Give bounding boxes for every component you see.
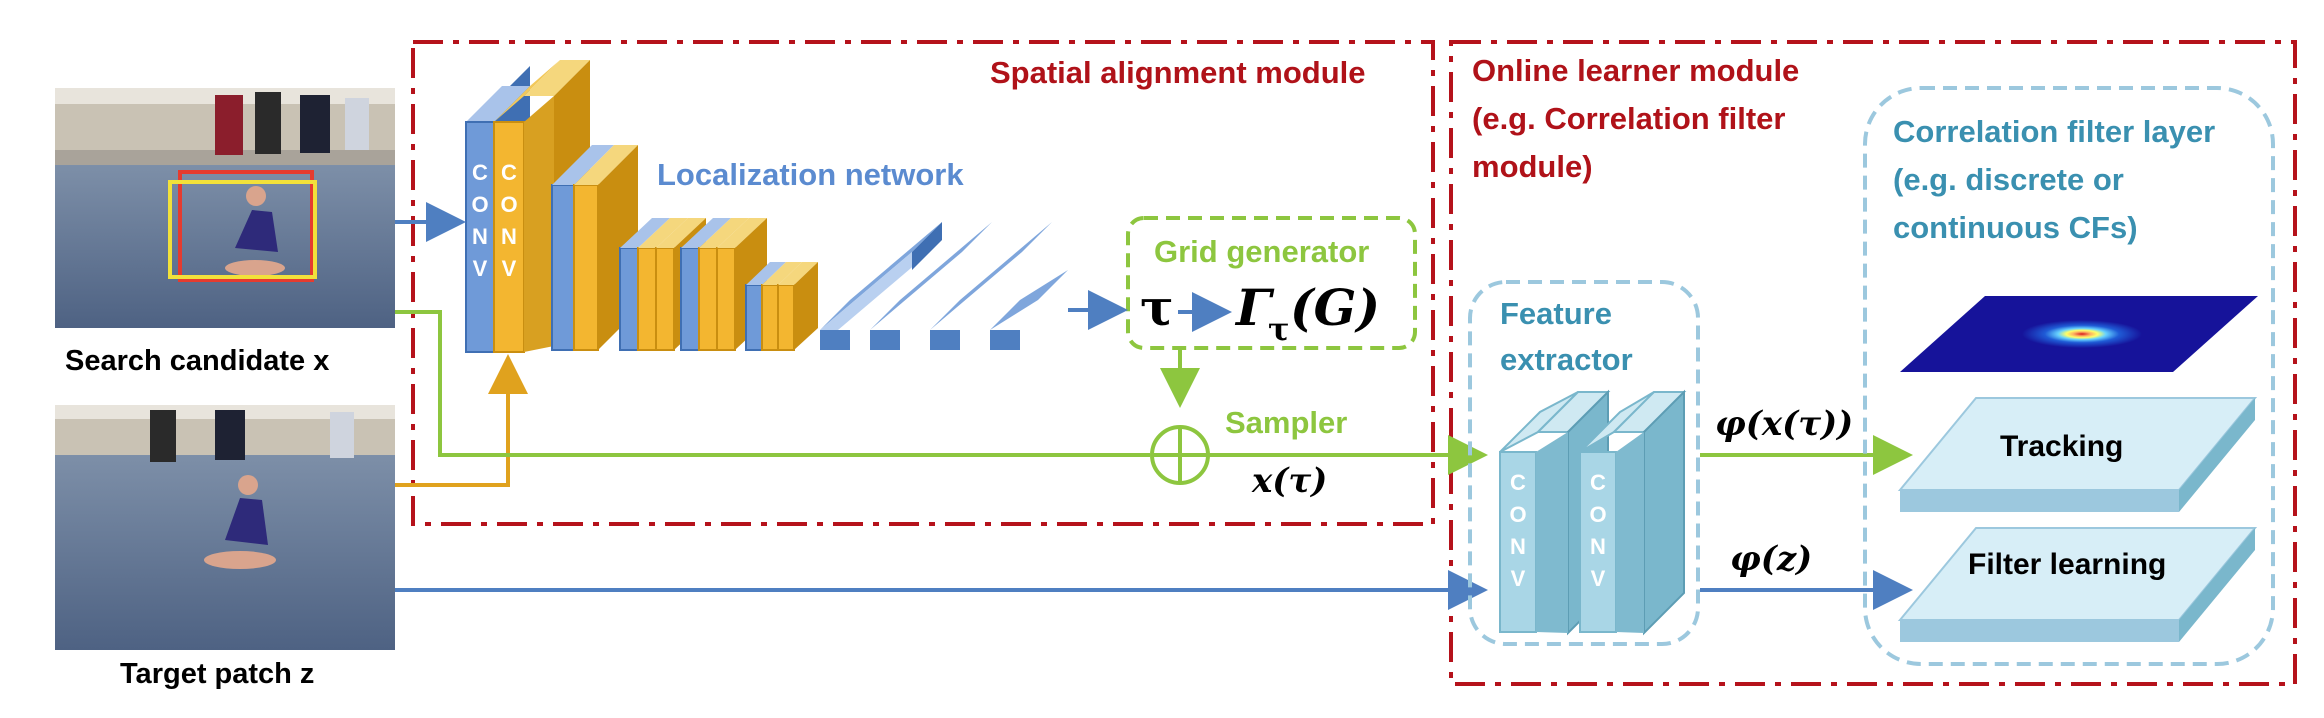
phi-x-label: φ(x(τ)) <box>1715 404 1853 444</box>
spatial-alignment-module-box <box>411 40 1435 526</box>
feature-extractor-title-line2: extractor <box>1500 342 1633 377</box>
circle-plus-icon <box>1150 425 1210 485</box>
search-candidate-label: Search candidate x <box>65 345 329 377</box>
conv-letter: N <box>1510 534 1526 559</box>
conv-letter: C <box>1510 470 1526 495</box>
conv-letter: C <box>472 160 488 185</box>
conv-letter: V <box>1511 566 1526 591</box>
conv-letter: C <box>501 160 517 185</box>
conv-letter: O <box>1509 502 1526 527</box>
conv-letter: V <box>502 256 517 281</box>
feature-conv-blocks <box>1499 389 1687 636</box>
localization-network-title: Localization network <box>657 157 964 192</box>
conv-letter: O <box>471 192 488 217</box>
grid-generator-box <box>1126 216 1417 350</box>
conv-letter: O <box>1589 502 1606 527</box>
conv-letter: N <box>501 224 517 249</box>
search-to-sampler-line <box>395 310 1150 457</box>
tau-symbol: τ <box>1140 278 1174 337</box>
cf-layer-title-line1: Correlation filter layer <box>1893 114 2215 149</box>
phi-z-label: φ(z) <box>1730 539 1812 579</box>
filter-learning-layer <box>1897 527 2258 642</box>
grid-generator-title: Grid generator <box>1154 234 1369 269</box>
conv-letter: O <box>500 192 517 217</box>
tracking-label: Tracking <box>2000 430 2123 463</box>
heatmap-icon <box>1900 296 2258 372</box>
feature-conv-letters: C O N V C O N V <box>1509 470 1606 591</box>
target-patch-label: Target patch z <box>120 658 314 690</box>
conv-letter: V <box>473 256 488 281</box>
tracking-layer <box>1897 397 2258 512</box>
fc-layers <box>820 222 1068 350</box>
online-learner-title-line3: module) <box>1472 149 1593 184</box>
conv-letter: V <box>1591 566 1606 591</box>
correlation-filter-layer-box <box>1863 86 2275 666</box>
conv-letter: N <box>1590 534 1606 559</box>
sampler-title: Sampler <box>1225 405 1347 440</box>
conv-letter: C <box>1590 470 1606 495</box>
search-candidate-image <box>55 88 395 328</box>
target-to-localization-arrow <box>395 354 528 487</box>
online-learner-title-line1: Online learner module <box>1472 53 1799 88</box>
gamma-subscript: τ <box>1268 310 1290 348</box>
target-patch-image <box>55 405 395 650</box>
localization-conv-stack <box>465 60 818 353</box>
cf-layer-title-line2: (e.g. discrete or <box>1893 162 2124 197</box>
feature-extractor-box <box>1468 280 1700 646</box>
feature-extractor-title-line1: Feature <box>1500 296 1612 331</box>
gamma-argument: (G) <box>1290 278 1380 337</box>
cf-layer-title-line3: continuous CFs) <box>1893 210 2138 245</box>
first-conv-letters: C O N V C O N V <box>471 160 517 281</box>
sampler-output: x(τ) <box>1251 461 1327 501</box>
filter-learning-label: Filter learning <box>1968 548 2166 581</box>
online-learner-title-line2: (e.g. Correlation filter <box>1472 101 1785 136</box>
spatial-alignment-title: Spatial alignment module <box>990 55 1366 90</box>
conv-letter: N <box>472 224 488 249</box>
gamma-symbol: Γ <box>1234 278 1275 337</box>
online-learner-module-box <box>1449 40 2297 686</box>
